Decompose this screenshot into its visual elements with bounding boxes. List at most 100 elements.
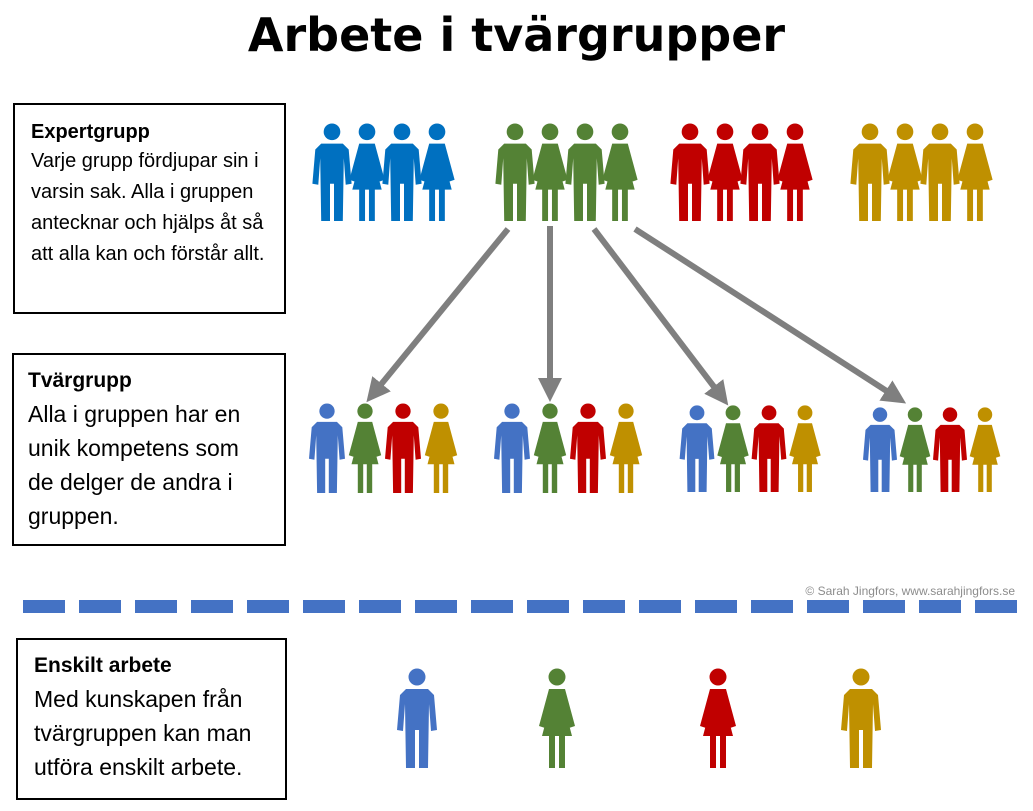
separator-dash [23, 600, 65, 613]
person-leg [726, 188, 733, 221]
person-head [861, 123, 879, 141]
person-head [611, 123, 629, 141]
person-body [565, 143, 605, 221]
person-dress [789, 423, 821, 465]
tvargrupp-person [385, 403, 421, 493]
person-leg [542, 188, 549, 221]
person-head [761, 405, 777, 421]
person-leg [429, 188, 436, 221]
person-head [504, 403, 520, 419]
person-head [681, 123, 699, 141]
tvargrupp-person [570, 403, 606, 493]
person-head [896, 123, 914, 141]
tvargrupp-person [533, 403, 567, 493]
separator-dash [751, 600, 793, 613]
person-dress [539, 689, 575, 736]
person-dress [602, 143, 638, 190]
person-dress [887, 143, 923, 190]
separator-dash [639, 600, 681, 613]
expertgrupp-red [670, 123, 813, 221]
person-leg [796, 188, 803, 221]
copyright-credit: © Sarah Jingfors, www.sarahjingfors.se [805, 584, 1015, 598]
tvargrupp-person [494, 403, 530, 493]
person-leg [787, 188, 794, 221]
person-head [931, 123, 949, 141]
expertgrupp-description: Varje grupp fördjupar sin i varsin sak. … [31, 150, 265, 265]
tvargrupp-person [424, 403, 458, 493]
person-body [841, 689, 881, 768]
separator-dash [247, 600, 289, 613]
expert-person-blue [312, 123, 352, 221]
separator-dash [863, 600, 905, 613]
person-leg [986, 463, 992, 492]
person-head [872, 407, 888, 422]
person-leg [612, 188, 619, 221]
person-dress [700, 689, 736, 736]
expert-person-red [670, 123, 710, 221]
expert-person-red [777, 123, 813, 221]
person-head [408, 668, 426, 686]
separator-dash [975, 600, 1017, 613]
person-leg [720, 735, 726, 768]
person-head [977, 407, 993, 422]
person-body [385, 421, 421, 493]
separator-dash [415, 600, 457, 613]
person-head [907, 407, 923, 422]
person-dress [348, 421, 382, 465]
person-dress [899, 424, 931, 465]
separator-dash [471, 600, 513, 613]
person-body [740, 143, 780, 221]
tvargrupp-person [348, 403, 382, 493]
separator-dash [919, 600, 961, 613]
page-title: Arbete i tvärgrupper [247, 8, 786, 62]
person-leg [618, 463, 625, 493]
tvargrupp-person [609, 403, 643, 493]
person-leg [734, 463, 740, 492]
person-leg [726, 463, 732, 492]
expert-person-blue [419, 123, 455, 221]
person-dress [424, 421, 458, 465]
person-leg [442, 463, 449, 493]
tvargrupp-person [863, 407, 897, 492]
tvargrupp-heading: Tvärgrupp [28, 369, 132, 392]
person-dress [969, 424, 1001, 465]
enskilt-arbete-heading: Enskilt arbete [34, 654, 172, 677]
expert-person-green [602, 123, 638, 221]
separator-dash [807, 600, 849, 613]
person-head [716, 123, 734, 141]
person-leg [978, 463, 984, 492]
person-head [395, 403, 411, 419]
tvargrupp-person [679, 405, 715, 492]
tvargrupp-person [969, 407, 1001, 492]
person-leg [368, 188, 375, 221]
enskilt-arbete-box: Enskilt arbete Med kunskapen från tvärgr… [16, 638, 287, 800]
tvargrupp-person [717, 405, 749, 492]
enskilt-person-red [700, 668, 736, 768]
person-leg [627, 463, 634, 493]
person-body [920, 143, 960, 221]
person-body [495, 143, 535, 221]
person-body [933, 424, 967, 492]
separator-dash [191, 600, 233, 613]
person-body [679, 423, 715, 492]
person-head [580, 403, 596, 419]
person-body [312, 143, 352, 221]
separator-dash [303, 600, 345, 613]
expertgrupp-box: Expertgrupp Varje grupp fördjupar sin i … [13, 103, 286, 314]
person-body [382, 143, 422, 221]
person-leg [551, 463, 558, 493]
person-head [433, 403, 449, 419]
person-head [541, 123, 559, 141]
expert-person-gold [850, 123, 890, 221]
person-leg [621, 188, 628, 221]
expert-person-green [565, 123, 605, 221]
person-head [942, 407, 958, 422]
tvargrupp-description: Alla i gruppen har en unik kompetens som… [28, 401, 241, 529]
arrow [591, 227, 729, 406]
person-leg [438, 188, 445, 221]
person-head [852, 668, 870, 686]
expert-person-gold [887, 123, 923, 221]
person-dress [349, 143, 385, 190]
person-dress [419, 143, 455, 190]
